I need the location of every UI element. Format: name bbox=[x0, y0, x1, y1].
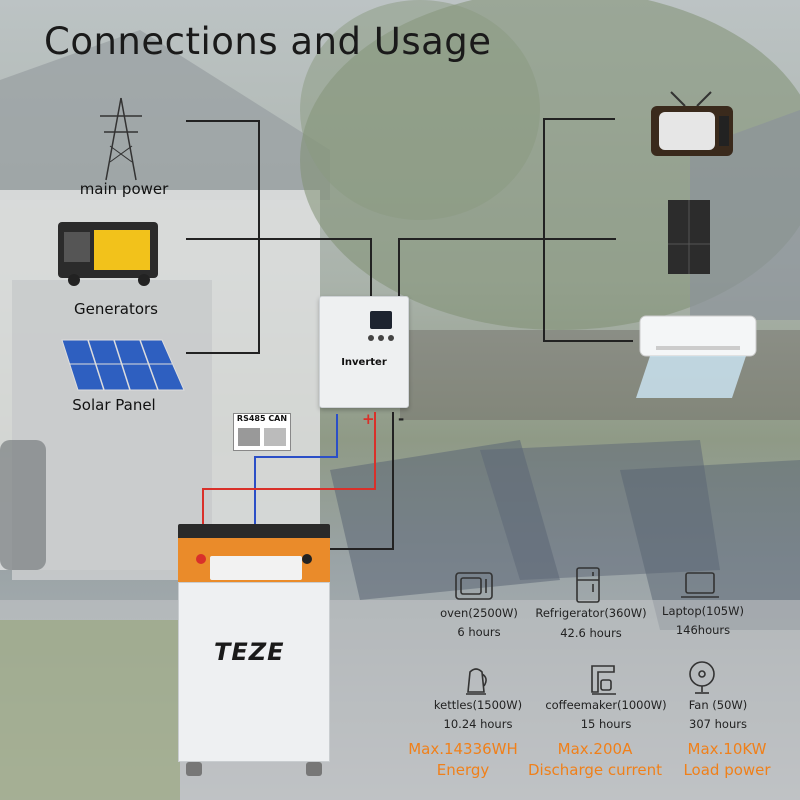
appliance-name: Fan (50W) bbox=[688, 698, 748, 712]
inverter: Inverter bbox=[319, 296, 409, 408]
negative-terminal bbox=[302, 554, 312, 564]
spec-label: Discharge current bbox=[527, 761, 662, 779]
kettle-icon bbox=[466, 668, 487, 695]
generators-label: Generators bbox=[74, 300, 158, 318]
battery-wheel bbox=[186, 762, 202, 776]
fan-icon bbox=[689, 661, 715, 694]
tree bbox=[300, 0, 540, 220]
battery-port-panel bbox=[210, 556, 302, 580]
main-power-label: main power bbox=[79, 180, 169, 198]
inverter-button bbox=[368, 335, 374, 341]
right-house bbox=[690, 110, 800, 320]
car bbox=[0, 440, 46, 570]
generator-icon bbox=[58, 222, 158, 286]
battery-cabinet: TEZE bbox=[178, 524, 330, 776]
appliance-name: Laptop(105W) bbox=[662, 604, 744, 618]
positive-wire bbox=[202, 488, 204, 550]
source-bus-wire bbox=[258, 120, 260, 354]
can-jack bbox=[264, 428, 286, 446]
load-bus-wire bbox=[543, 118, 545, 342]
power-tower-icon bbox=[100, 97, 142, 181]
negative-wire bbox=[392, 412, 394, 550]
page-title: Connections and Usage bbox=[44, 20, 492, 63]
ac-wire bbox=[543, 340, 633, 342]
oven-icon bbox=[455, 572, 493, 600]
generator-wire bbox=[186, 238, 372, 240]
inverter-display bbox=[370, 311, 392, 329]
lawn bbox=[0, 620, 180, 800]
appliance-runtime: 10.24 hours bbox=[443, 717, 513, 731]
rs485-can-port: RS485 CAN bbox=[233, 413, 291, 451]
battery-top-cover bbox=[178, 524, 330, 538]
battery-terminal-panel bbox=[178, 538, 330, 582]
inverter-button bbox=[378, 335, 384, 341]
ground-solar-panel bbox=[620, 460, 800, 630]
positive-sign: + bbox=[362, 410, 375, 428]
battery-body bbox=[178, 582, 330, 762]
appliance-runtime: 146hours bbox=[675, 623, 731, 637]
appliance-runtime: 15 hours bbox=[580, 717, 632, 731]
spec-label: Load power bbox=[683, 761, 771, 779]
solar-panel-label: Solar Panel bbox=[72, 396, 156, 414]
positive-wire bbox=[202, 488, 376, 490]
appliance-runtime: 307 hours bbox=[689, 717, 747, 731]
battery-brand-logo: TEZE bbox=[214, 638, 285, 666]
inverter-label: Inverter bbox=[341, 357, 387, 368]
rs485-label: RS485 CAN bbox=[236, 414, 288, 423]
inverter-input-wire bbox=[370, 238, 372, 298]
solar-wire bbox=[186, 352, 260, 354]
spec-value: Max.10KW bbox=[687, 740, 767, 758]
appliance-name: kettles(1500W) bbox=[433, 698, 523, 712]
inverter-button bbox=[388, 335, 394, 341]
rs485-jack bbox=[238, 428, 260, 446]
positive-terminal bbox=[196, 554, 206, 564]
appliance-name: oven(2500W) bbox=[440, 606, 518, 620]
tv-icon bbox=[651, 91, 733, 156]
main-power-wire bbox=[186, 120, 260, 122]
coffeemaker-icon bbox=[591, 665, 616, 695]
negative-wire bbox=[306, 548, 394, 550]
tv-wire bbox=[543, 118, 615, 120]
solar-panel-icon bbox=[61, 339, 185, 391]
load-wire bbox=[398, 238, 616, 240]
appliance-name: coffeemaker(1000W) bbox=[545, 698, 667, 712]
inverter-output-wire bbox=[398, 238, 400, 298]
appliance-name: Refrigerator(360W) bbox=[535, 606, 647, 620]
appliance-runtime: 42.6 hours bbox=[560, 626, 622, 640]
spec-label: Energy bbox=[436, 761, 490, 779]
communication-wire bbox=[336, 414, 338, 458]
positive-wire bbox=[374, 412, 376, 490]
refrigerator-icon bbox=[576, 567, 600, 603]
refrigerator-image bbox=[668, 200, 710, 274]
spec-value: Max.14336WH bbox=[408, 740, 518, 758]
laptop-icon bbox=[681, 572, 719, 598]
air-conditioner-icon bbox=[636, 315, 757, 398]
battery-wheel bbox=[306, 762, 322, 776]
spec-value: Max.200A bbox=[557, 740, 633, 758]
negative-sign: - bbox=[398, 410, 405, 428]
communication-wire bbox=[254, 456, 338, 458]
appliance-runtime: 6 hours bbox=[457, 625, 501, 639]
communication-wire bbox=[254, 456, 256, 554]
house-roof bbox=[0, 30, 330, 200]
